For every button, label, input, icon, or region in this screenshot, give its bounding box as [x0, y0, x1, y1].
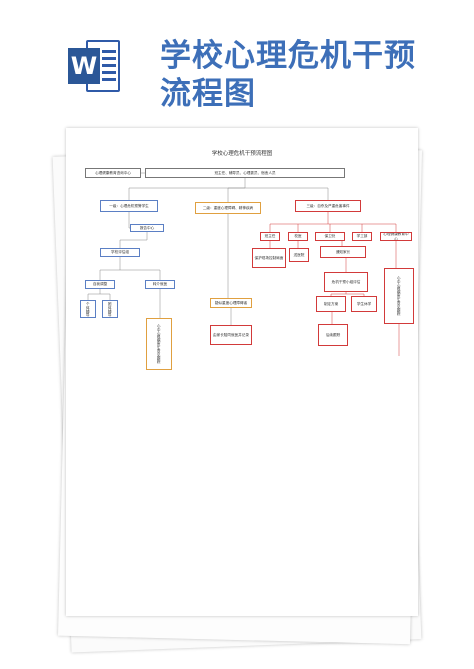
node-self: 自我调整: [85, 280, 115, 289]
word-letter-tile: W: [68, 48, 100, 84]
node-r3: 保卫处: [315, 232, 345, 241]
node-assess: 学校评估组: [100, 248, 140, 257]
node-bottom: 后续跟踪: [318, 324, 348, 346]
node-r2: 校医: [288, 232, 308, 241]
node-right-tall: 心中心根据医生意见跟踪: [384, 268, 414, 324]
page-title-line2: 流程图: [160, 76, 256, 112]
node-protect: 保护现场控制局面: [252, 248, 286, 268]
node-level2: 二级：重度心理障碍、精神疾病: [195, 202, 261, 214]
node-home: 学生休学: [351, 296, 377, 312]
node-notify: 通知家长: [320, 246, 366, 258]
node-individual: 个体辅导: [80, 300, 96, 318]
node-referral: 转介就医: [145, 280, 175, 289]
node-level1: 一级：心理危机预警学生: [100, 200, 158, 212]
node-center: 心理健康教育咨询中心: [85, 168, 141, 178]
node-hospital: 送医院: [289, 248, 309, 262]
node-reporters: 班主任、辅导员、心理委员、宿舍人员: [145, 168, 345, 178]
node-plan: 制定方案: [316, 296, 346, 312]
word-icon: W: [66, 38, 122, 94]
node-level3: 三级：自杀及严重危害事件: [295, 200, 361, 212]
node-group: 团体辅导: [102, 300, 118, 318]
node-parent: 由家长陪同就医并记录: [210, 325, 252, 345]
node-intervene: 危机干预小组评估: [324, 272, 368, 292]
page-title-line1: 学校心理危机干预: [160, 38, 416, 74]
document-page: 学校心理危机干预流程图 心理健康教育咨询中心 班主任、辅导员、心理委员、宿舍人员…: [66, 128, 418, 616]
node-r4: 学工部: [352, 232, 372, 241]
flowchart-connectors: [87, 172, 400, 356]
node-report: 报告中心: [130, 224, 164, 232]
node-r1: 班主任: [260, 232, 280, 241]
node-followup: 心中心根据医生意见跟踪: [146, 318, 172, 370]
document-title: 学校心理危机干预流程图: [211, 151, 273, 157]
node-r5: 心理健康教育中心: [380, 232, 412, 241]
node-suspect: 疑似重度心理障碍者: [210, 298, 252, 308]
